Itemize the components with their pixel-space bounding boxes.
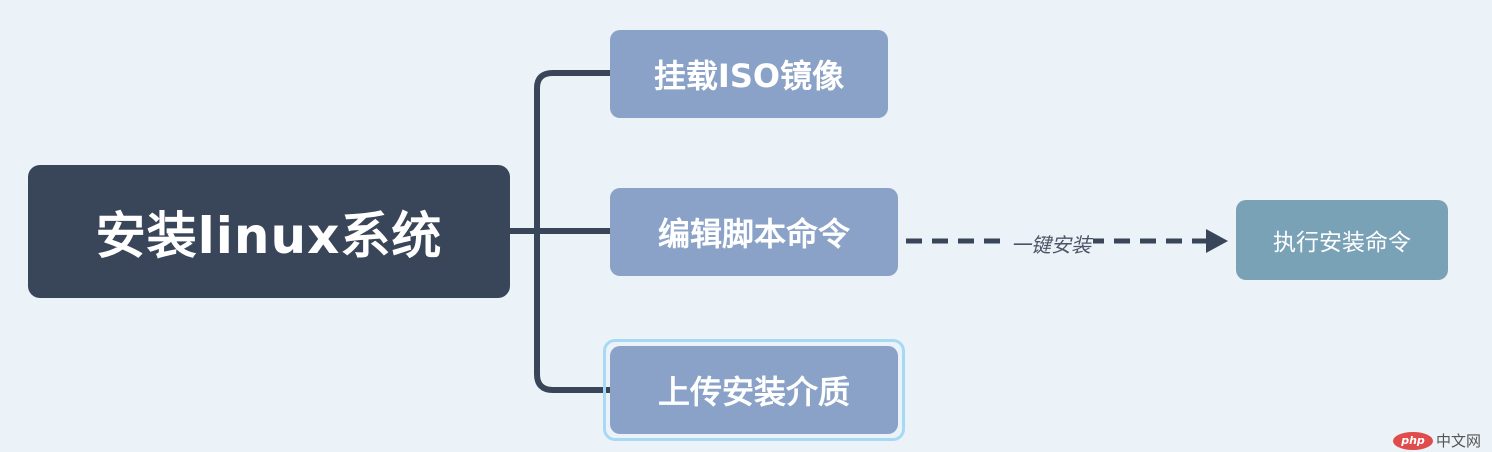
- subtopic-edit-script[interactable]: 编辑脚本命令: [610, 188, 898, 276]
- root-topic[interactable]: 安装linux系统: [28, 165, 510, 298]
- subtopic-upload-media[interactable]: 上传安装介质: [610, 346, 898, 434]
- branch-connector: [507, 70, 613, 393]
- watermark: php 中文网: [1393, 430, 1481, 451]
- floating-topic-execute[interactable]: 执行安装命令: [1236, 200, 1448, 280]
- subtopic-mount-iso[interactable]: 挂载ISO镜像: [610, 30, 888, 118]
- watermark-text: 中文网: [1436, 432, 1482, 450]
- arrowhead-icon: [1206, 229, 1228, 253]
- php-logo-icon: php: [1393, 431, 1433, 450]
- selection-outline: [603, 339, 905, 441]
- relation-label[interactable]: 一键安装: [1009, 229, 1093, 258]
